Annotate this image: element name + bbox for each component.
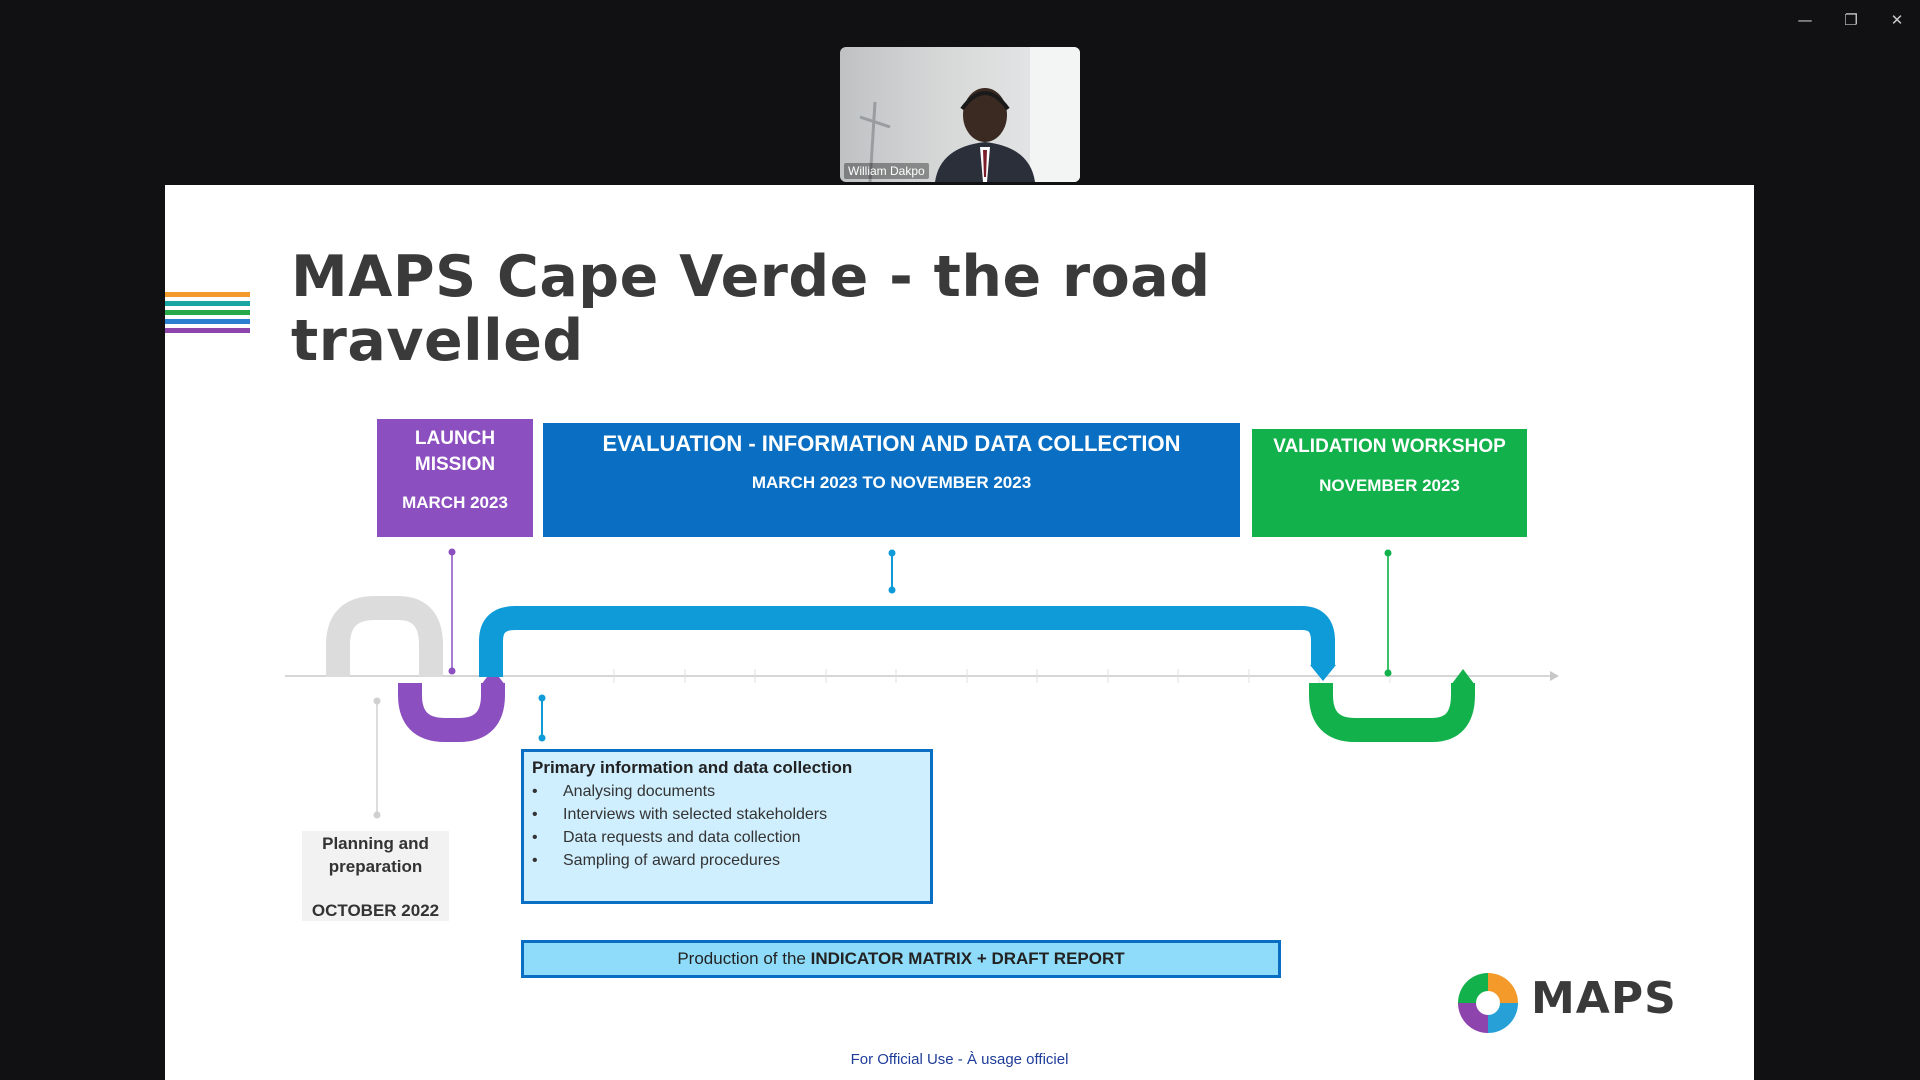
- accent-stripe: [165, 310, 250, 315]
- list-item: • Data requests and data collection: [524, 826, 930, 849]
- item-text: Interviews with selected stakeholders: [563, 806, 828, 823]
- accent-stripe: [165, 328, 250, 333]
- production-banner: Production of the INDICATOR MATRIX + DRA…: [521, 940, 1281, 978]
- planning-label: preparation: [328, 857, 423, 876]
- validation-arrowhead: [1451, 669, 1475, 685]
- accent-stripe: [165, 301, 250, 306]
- bullet: •: [532, 806, 538, 823]
- planning-box: Planning and preparation OCTOBER 2022: [302, 831, 449, 921]
- list-item: • Analysing documents: [524, 780, 930, 803]
- production-emphasis: INDICATOR MATRIX + DRAFT REPORT: [810, 949, 1125, 968]
- participant-video[interactable]: William Dakpo: [840, 47, 1080, 182]
- phase-launch-mission: LAUNCH MISSION MARCH 2023: [377, 419, 533, 537]
- evaluation-arrowhead: [1310, 665, 1336, 681]
- planning-label: Planning and: [322, 834, 429, 853]
- evaluation-arc: [479, 606, 1335, 677]
- item-text: Sampling of award procedures: [563, 852, 781, 869]
- timeline-graphic: [285, 548, 1559, 819]
- phase-evaluation: EVALUATION - INFORMATION AND DATA COLLEC…: [543, 423, 1240, 537]
- phase-label: MISSION: [414, 454, 496, 475]
- phase-validation-workshop: VALIDATION WORKSHOP NOVEMBER 2023: [1252, 429, 1527, 537]
- phase-label: LAUNCH: [414, 428, 496, 449]
- validation-arc: [1309, 683, 1475, 742]
- planning-date: OCTOBER 2022: [311, 901, 440, 920]
- participant-name-label: William Dakpo: [844, 163, 929, 179]
- accent-stripe: [165, 319, 250, 324]
- phase-date: MARCH 2023 TO NOVEMBER 2023: [751, 473, 1032, 492]
- production-prefix: Production of the: [677, 949, 811, 968]
- list-item: • Sampling of award procedures: [524, 849, 930, 872]
- item-text: Data requests and data collection: [563, 829, 801, 846]
- close-icon[interactable]: ✕: [1890, 11, 1904, 29]
- list-item: • Interviews with selected stakeholders: [524, 803, 930, 826]
- slide-footer: For Official Use - À usage officiel: [850, 1051, 1069, 1068]
- item-text: Analysing documents: [563, 783, 716, 800]
- shared-slide: MAPS Cape Verde - the road travelled: [165, 185, 1754, 1080]
- box-title: Primary information and data collection: [532, 758, 853, 777]
- phase-label: EVALUATION - INFORMATION AND DATA COLLEC…: [602, 431, 1181, 456]
- phase-date: NOVEMBER 2023: [1319, 476, 1460, 495]
- restore-icon[interactable]: ❐: [1844, 11, 1858, 29]
- slide-title: MAPS Cape Verde - the road travelled: [291, 245, 1211, 373]
- launch-arc: [398, 683, 505, 742]
- participant-silhouette: [859, 47, 1080, 182]
- phase-date: MARCH 2023: [402, 493, 508, 512]
- title-accent-stripes: [165, 292, 250, 337]
- bullet: •: [532, 852, 538, 869]
- slide-title-line1: MAPS Cape Verde - the road: [291, 244, 1211, 310]
- timeline-arrowhead: [1550, 671, 1559, 681]
- maps-logo-text: MAPS: [1531, 973, 1677, 1024]
- phase-label: VALIDATION WORKSHOP: [1273, 436, 1506, 457]
- bullet: •: [532, 783, 538, 800]
- primary-data-collection-box: Primary information and data collection …: [521, 749, 933, 904]
- slide-title-line2: travelled: [291, 308, 584, 374]
- minimize-icon[interactable]: —: [1797, 11, 1813, 29]
- planning-arc: [326, 596, 443, 677]
- maps-logo-icon: [1458, 973, 1518, 1033]
- bullet: •: [532, 829, 538, 846]
- accent-stripe: [165, 292, 250, 297]
